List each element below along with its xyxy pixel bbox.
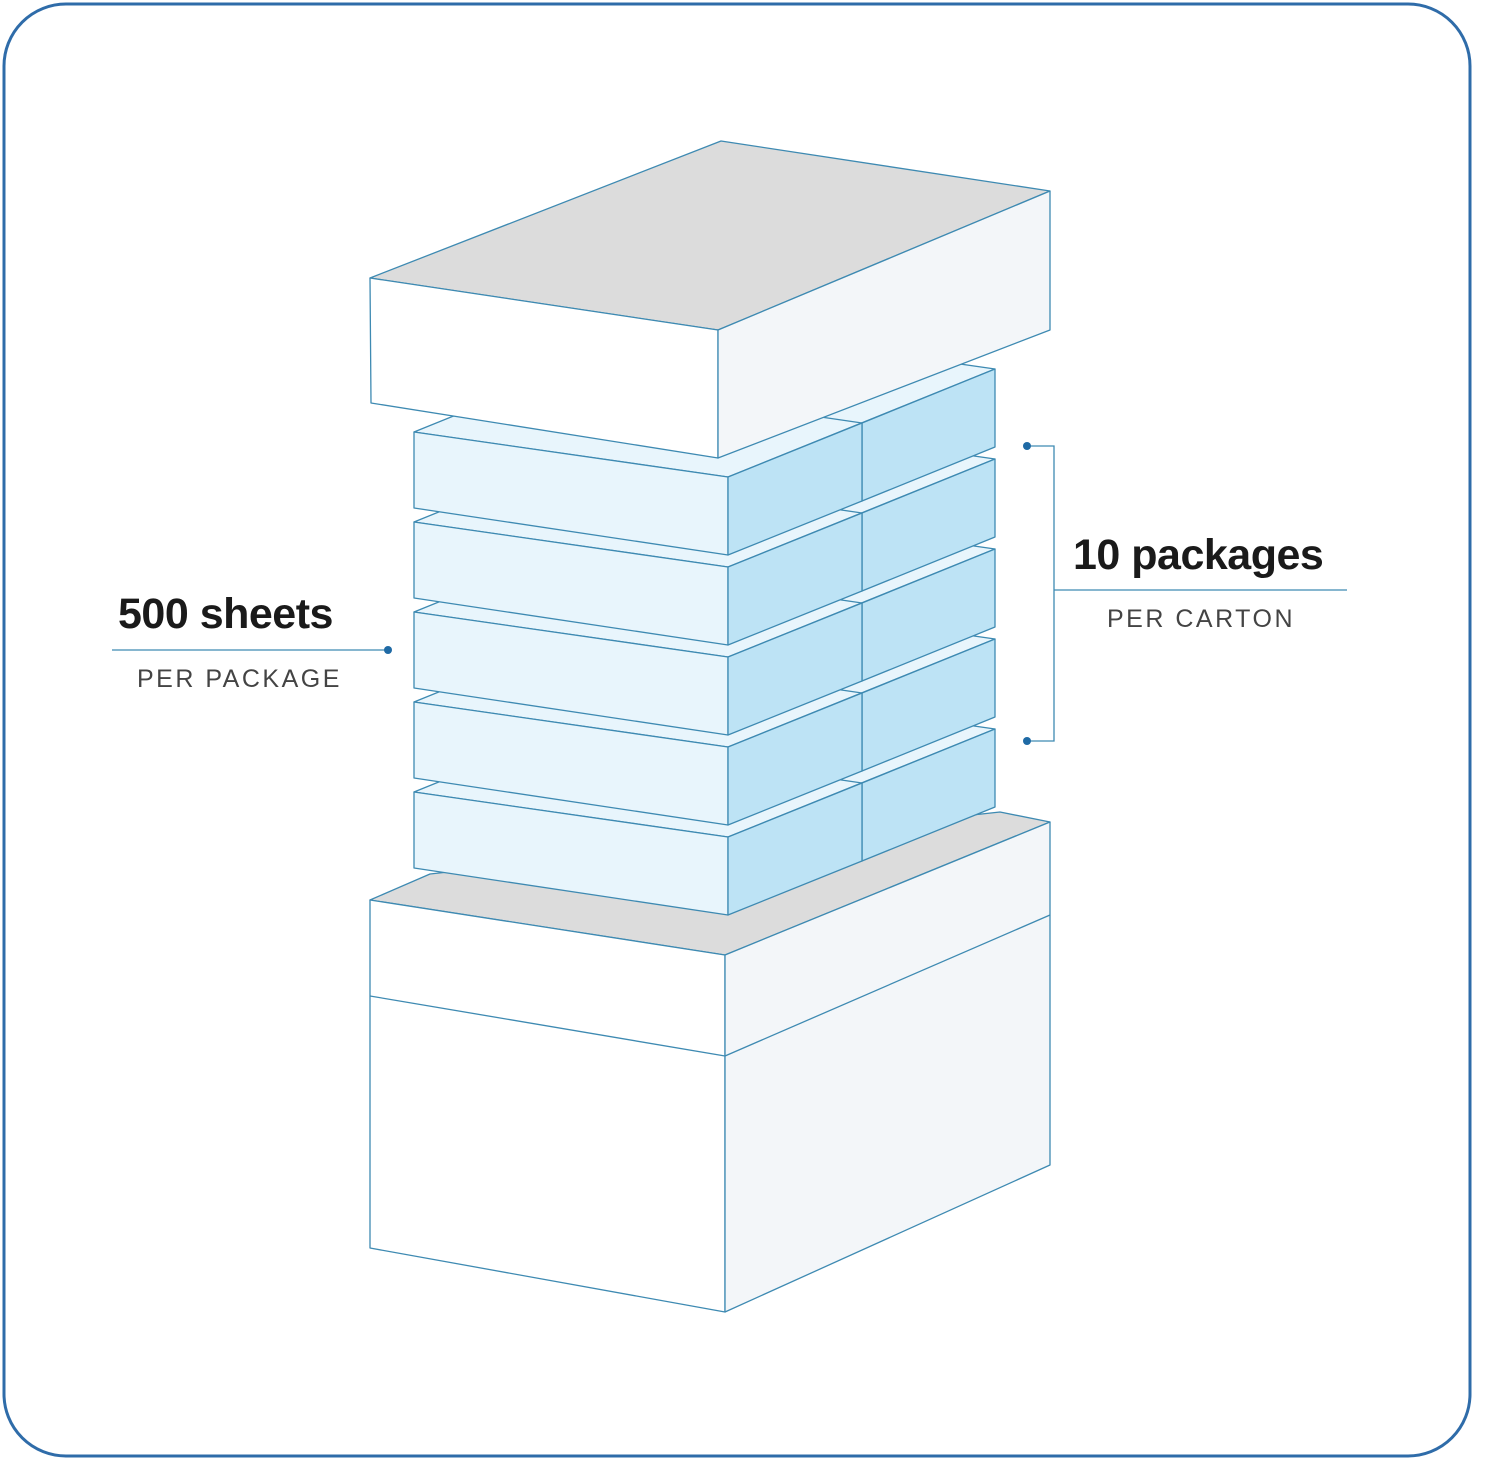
lid-side-face (717, 190, 1051, 459)
carton-base (369, 811, 1051, 1313)
packages-per-carton-value: 10 packages (1073, 531, 1324, 579)
bracket-dot-top (1023, 442, 1031, 450)
carton-seam-side (724, 914, 1051, 1057)
package-side-face (727, 512, 863, 646)
sheets-per-package-value: 500 sheets (118, 590, 333, 638)
carton-side-face (724, 821, 1051, 1313)
callout-dot (384, 646, 392, 654)
bracket-dot-bottom (1023, 737, 1031, 745)
carton-front-face (369, 899, 726, 1313)
package-side-face (727, 692, 863, 826)
carton-lid (369, 140, 1051, 459)
package-side-face (727, 602, 863, 736)
sheets-callout-line (112, 646, 392, 654)
outer-border (2, 2, 1472, 1458)
packages-bracket (1023, 442, 1347, 745)
packages-per-carton-caption: PER CARTON (1107, 605, 1296, 633)
package-side-face (727, 782, 863, 916)
carton-seam-front (369, 995, 726, 1057)
package-side-face (727, 422, 863, 556)
sheets-per-package-caption: PER PACKAGE (137, 665, 342, 693)
